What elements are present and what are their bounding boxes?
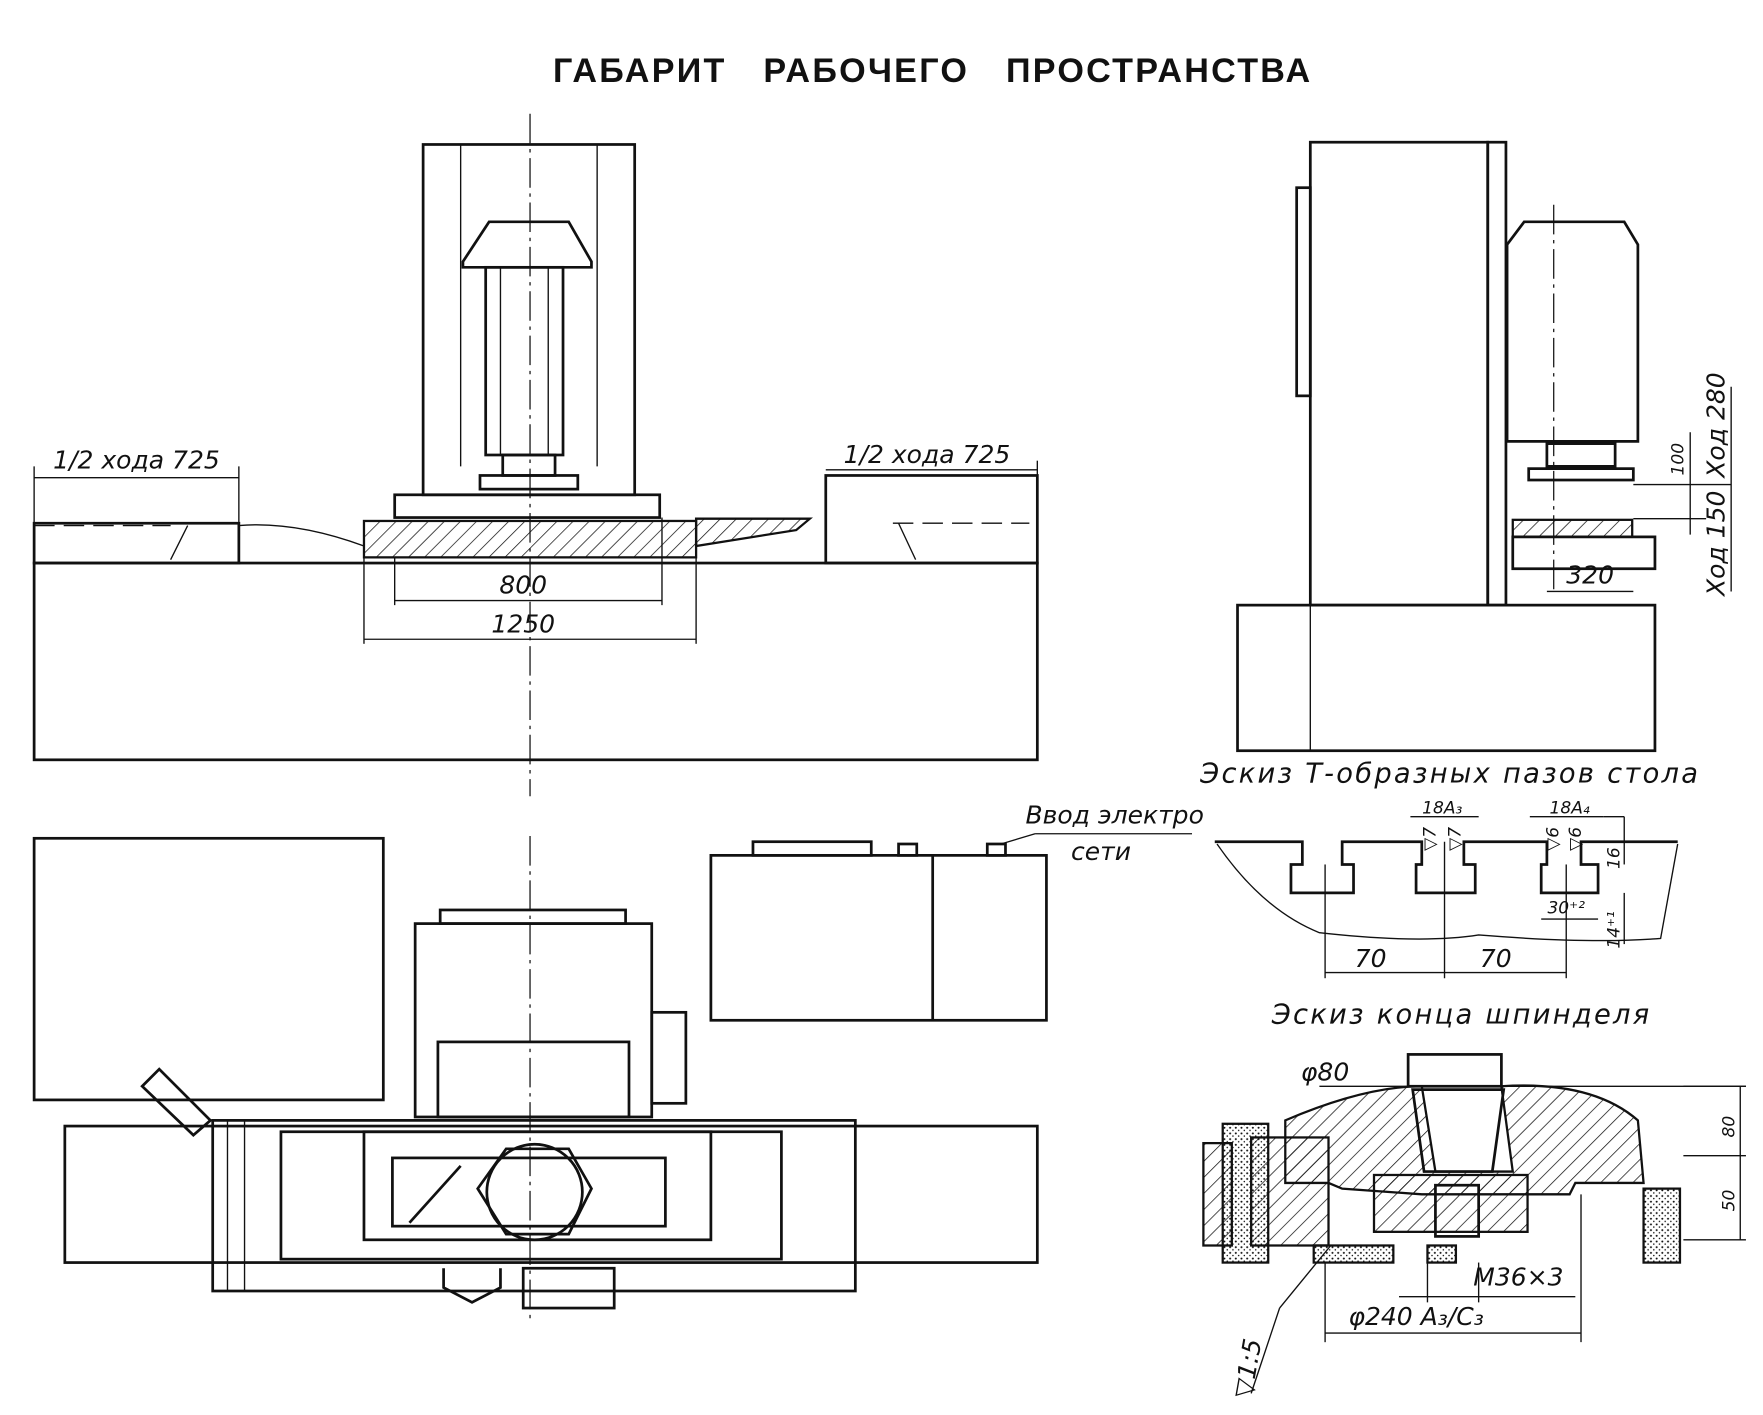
roughness-3: ▽6 [1543,827,1563,851]
width-a3-label: 18А₃ [1422,798,1462,818]
roughness-1: ▽7 [1420,827,1440,851]
width-30-label: 30⁺² [1547,898,1585,918]
dim-320-label: 320 [1566,561,1614,590]
dia-80-label: φ80 [1301,1058,1349,1087]
drawing-title: ГАБАРИТ РАБОЧЕГО ПРОСТРАНСТВА [553,52,1312,90]
half-stroke-left-label: 1/2 хода 725 [53,446,220,475]
depth-16-label: 16 [1605,847,1625,869]
power-input-label-line1: Ввод электро [1025,801,1203,830]
taper-label: ▽1:5 [1229,1336,1268,1400]
half-stroke-right-label: 1/2 хода 725 [844,440,1011,469]
pitch-1-label: 70 [1355,944,1387,973]
dim-80-label: 80 [1720,1116,1740,1138]
plan-view: Ввод электро сети [32,801,1204,1320]
spindle-caption: Эскиз конца шпинделя [1271,1000,1652,1031]
t-slot-caption: Эскиз Т-образных пазов стола [1199,759,1700,790]
side-view: 320 100 Ход 280 Ход 150 [1236,140,1732,753]
stroke-280-label: Ход 280 [1701,372,1730,479]
spindle-end-sketch: Эскиз конца шпинделя φ80 80 50 М36×3 φ24… [1202,1000,1746,1400]
depth-14-label: 14⁺¹ [1605,911,1625,949]
roughness-2: ▽7 [1445,827,1465,851]
stroke-150-label: Ход 150 [1701,491,1730,598]
width-a4-label: 18А₄ [1550,798,1590,818]
t-slot-sketch: Эскиз Т-образных пазов стола 70 70 18А₃ … [1199,759,1700,979]
dia-240-label: φ240 А₃/С₃ [1348,1302,1483,1331]
dim-1250-label: 1250 [491,609,555,638]
dim-50-label: 50 [1720,1190,1740,1212]
dim-800-label: 800 [499,571,547,600]
dim-100-label: 100 [1668,443,1688,476]
thread-label: М36×3 [1473,1262,1563,1291]
front-view: 1/2 хода 725 1/2 хода 725 800 1250 [32,113,1039,797]
power-input-label-line2: сети [1071,837,1131,866]
pitch-2-label: 70 [1480,944,1512,973]
roughness-4: ▽6 [1566,827,1586,851]
